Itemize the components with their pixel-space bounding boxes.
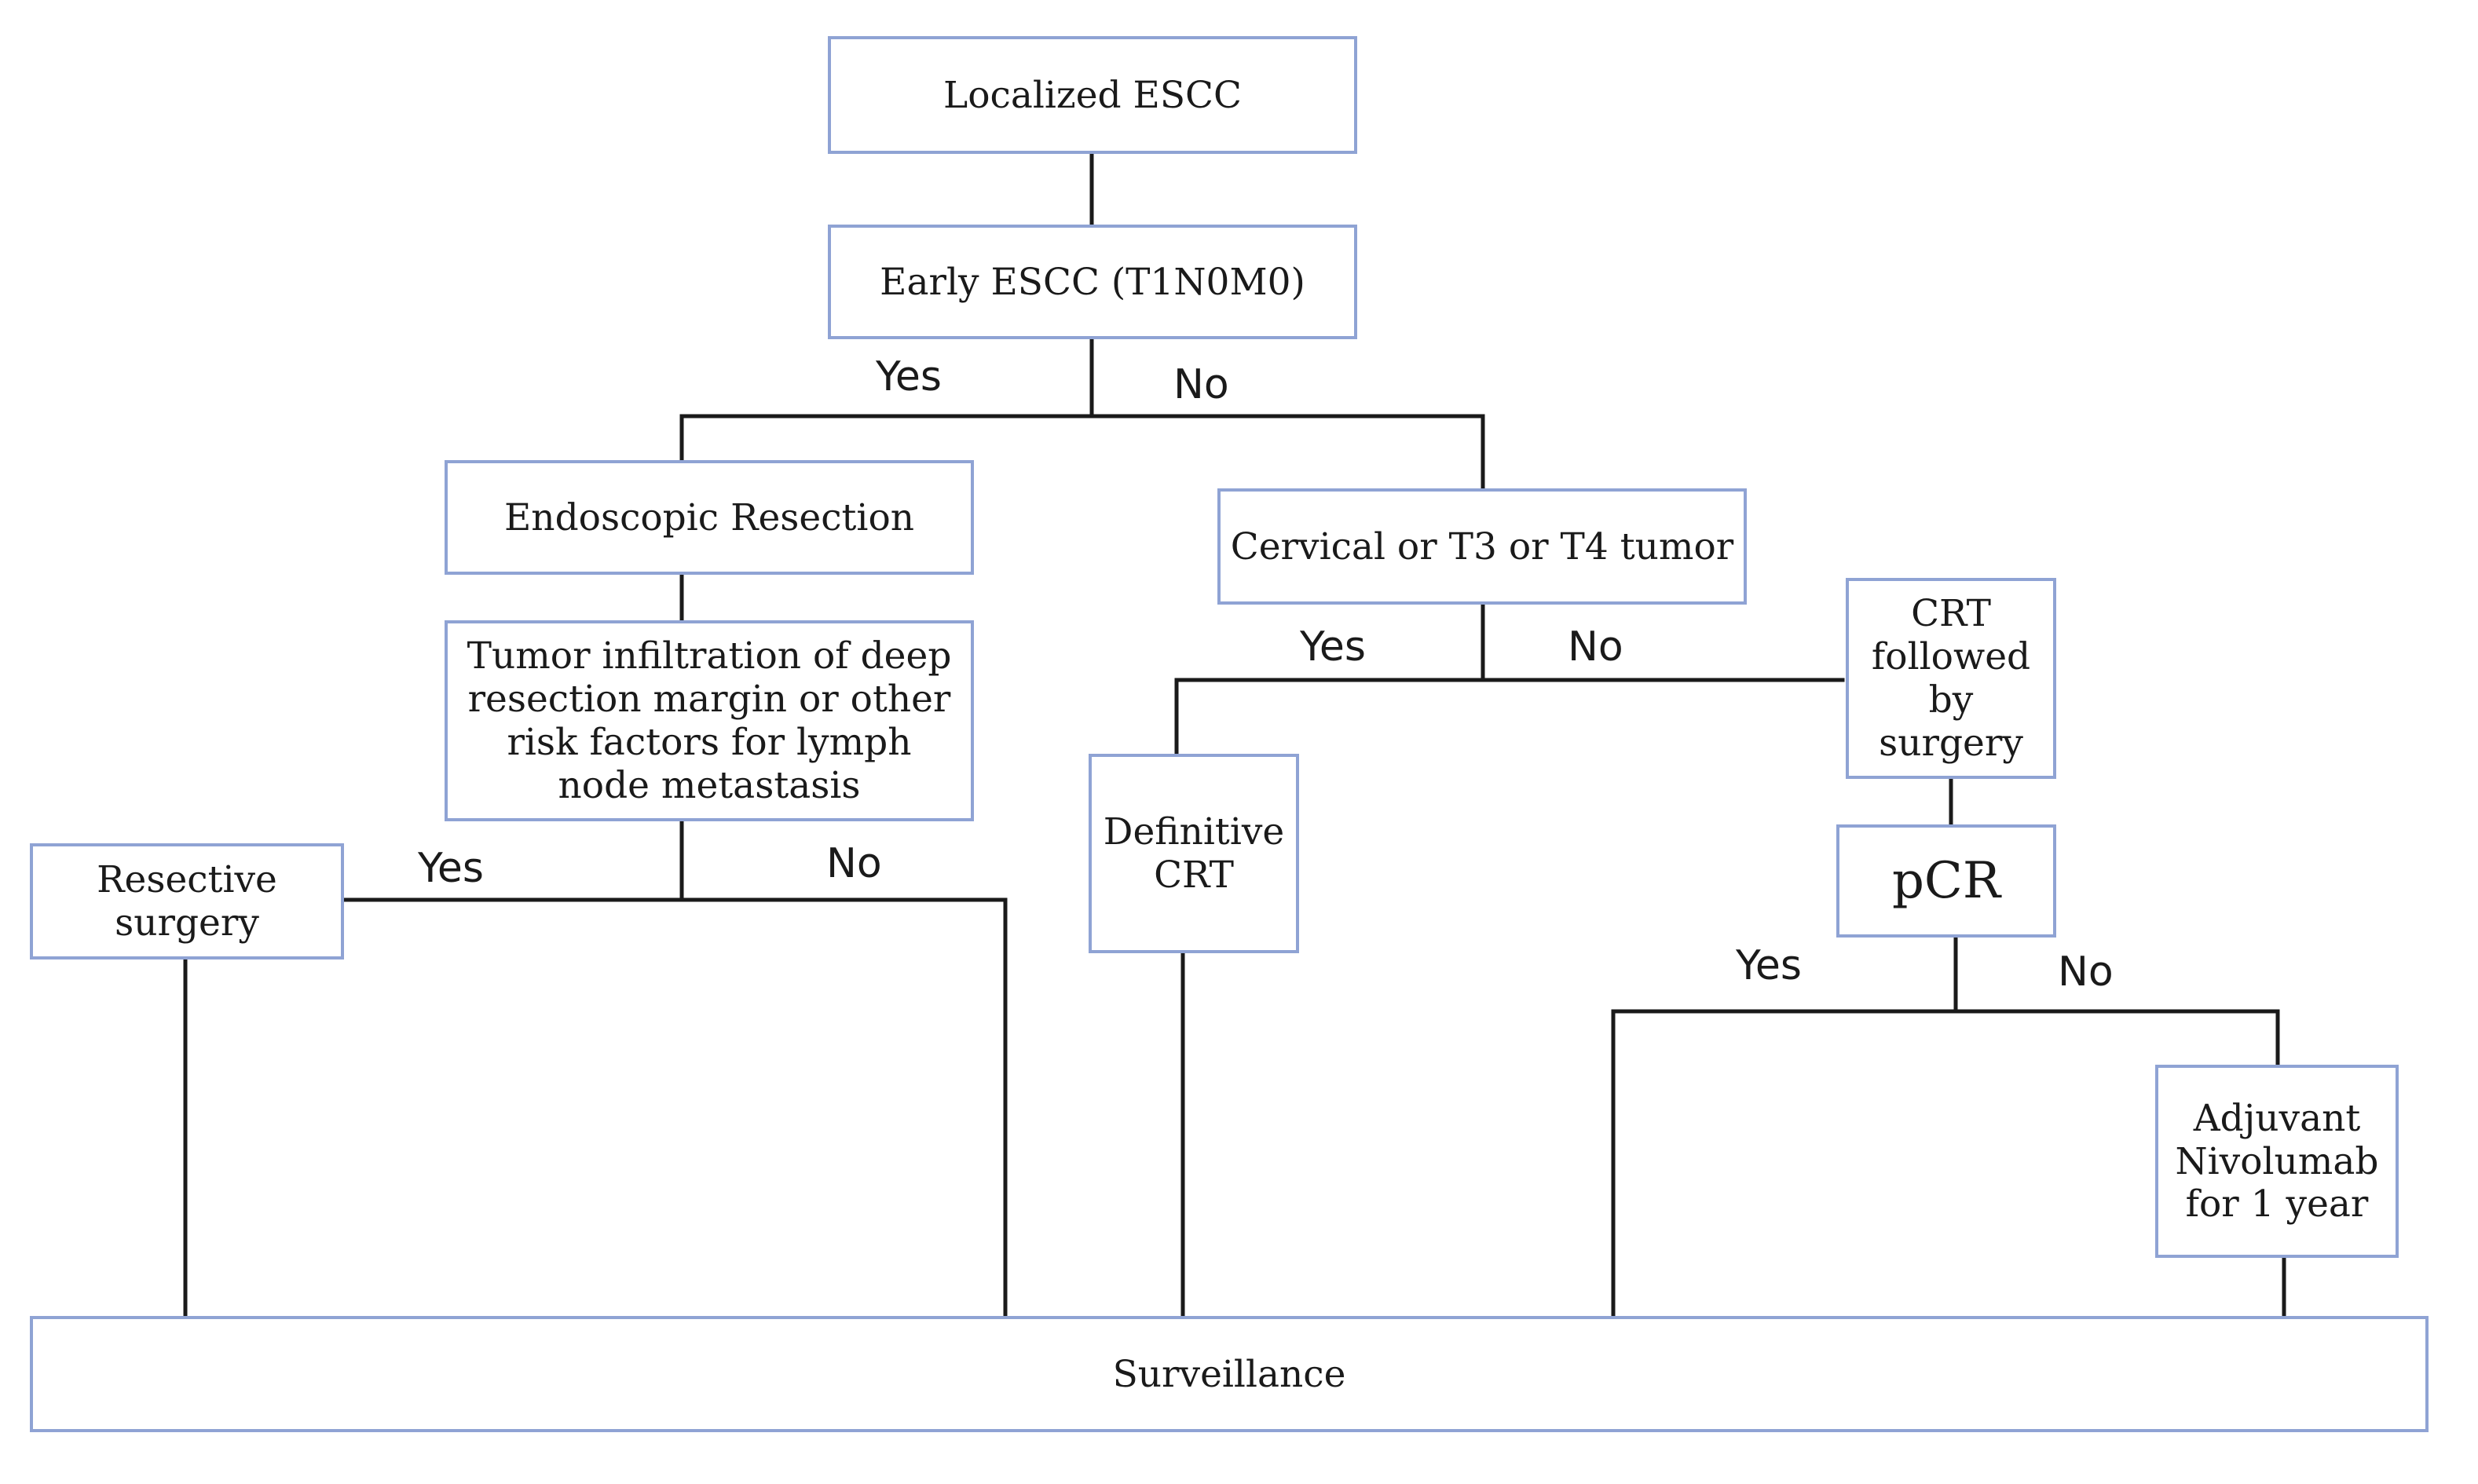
adjuvant-nivolumab-text: Adjuvant Nivolumab for 1 year bbox=[2175, 1096, 2379, 1226]
tumor-infiltration-box: Tumor infiltration of deep resection mar… bbox=[445, 620, 974, 821]
early-escc-box: Early ESCC (T1N0M0) bbox=[828, 225, 1357, 339]
pcr-box: pCR bbox=[1836, 824, 2056, 938]
early-no-label: No bbox=[1173, 361, 1229, 408]
crt-followed-by-surgery-box: CRT followed by surgery bbox=[1846, 578, 2056, 779]
cervical-yes-label: Yes bbox=[1300, 623, 1366, 671]
surveillance-text: Surveillance bbox=[1112, 1352, 1346, 1396]
adjuvant-nivolumab-box: Adjuvant Nivolumab for 1 year bbox=[2155, 1065, 2399, 1258]
definitive-crt-text: Definitive CRT bbox=[1103, 810, 1285, 897]
endoscopic-resection-box: Endoscopic Resection bbox=[445, 460, 974, 575]
cervical-no-label: No bbox=[1568, 623, 1623, 671]
localized-escc-text: Localized ESCC bbox=[943, 73, 1242, 117]
cervical-tumor-text: Cervical or T3 or T4 tumor bbox=[1230, 525, 1734, 568]
localized-escc-box: Localized ESCC bbox=[828, 36, 1357, 154]
infiltration-yes-label: Yes bbox=[418, 845, 484, 892]
crt-followed-by-surgery-text: CRT followed by surgery bbox=[1871, 592, 2031, 765]
resective-surgery-box: Resective surgery bbox=[30, 843, 344, 959]
resective-surgery-text: Resective surgery bbox=[97, 858, 277, 945]
endoscopic-resection-text: Endoscopic Resection bbox=[503, 495, 915, 539]
early-escc-text: Early ESCC (T1N0M0) bbox=[880, 260, 1305, 304]
tumor-infiltration-text: Tumor infiltration of deep resection mar… bbox=[467, 634, 952, 807]
pcr-text: pCR bbox=[1891, 851, 2001, 910]
cervical-tumor-box: Cervical or T3 or T4 tumor bbox=[1217, 488, 1747, 605]
surveillance-box: Surveillance bbox=[30, 1316, 2429, 1432]
pcr-yes-label: Yes bbox=[1736, 942, 1802, 989]
definitive-crt-box: Definitive CRT bbox=[1089, 754, 1299, 953]
early-yes-label: Yes bbox=[876, 353, 942, 400]
infiltration-no-label: No bbox=[826, 840, 882, 887]
pcr-no-label: No bbox=[2058, 949, 2114, 996]
